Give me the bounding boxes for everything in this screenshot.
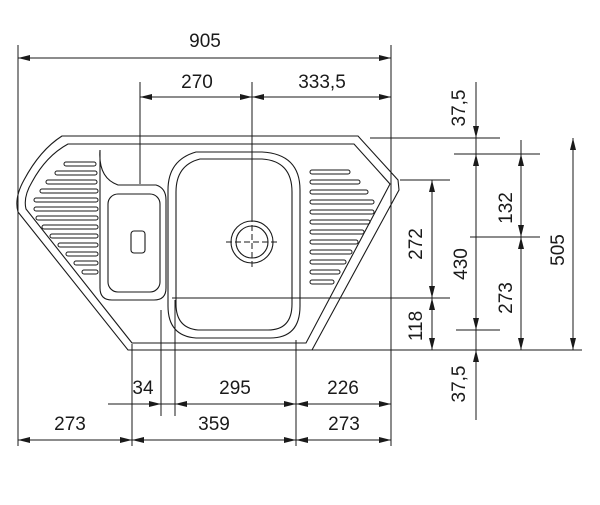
main-bowl (167, 151, 301, 339)
prep-bowl (99, 149, 167, 301)
dim-430: 430 (451, 248, 472, 280)
dimension-labels: 905 270 333,5 34 295 226 273 359 273 37,… (54, 31, 569, 435)
dim-333-5: 333,5 (298, 72, 346, 93)
dim-118: 118 (406, 311, 427, 341)
dim-905: 905 (189, 31, 221, 52)
dim-34: 34 (132, 378, 154, 399)
dim-273-right: 273 (328, 414, 360, 435)
dim-132: 132 (496, 192, 517, 224)
dim-37-5-bottom: 37,5 (449, 366, 470, 403)
extension-lines (17, 45, 582, 446)
dim-272: 272 (406, 228, 427, 260)
sink-outline (16, 135, 400, 351)
dim-226: 226 (327, 378, 359, 399)
dim-273-vertical: 273 (496, 282, 517, 314)
vertical-dimensions (429, 82, 576, 420)
dim-270: 270 (181, 72, 213, 93)
horizontal-dimensions (18, 55, 391, 443)
right-drainer-grooves (309, 169, 375, 285)
dim-505: 505 (548, 234, 569, 266)
dim-359: 359 (198, 414, 230, 435)
left-drainer-grooves (33, 161, 99, 275)
dim-295: 295 (219, 378, 251, 399)
dim-37-5-top: 37,5 (449, 90, 470, 127)
dim-273-left: 273 (54, 414, 86, 435)
